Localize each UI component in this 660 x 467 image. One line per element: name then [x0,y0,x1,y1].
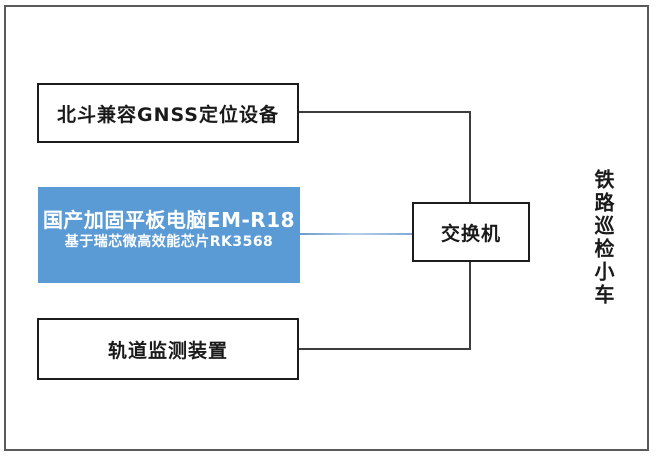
connector-gnss-horizontal [299,111,471,113]
node-track-monitor: 轨道监测装置 [37,318,299,380]
connector-track-vertical [469,261,471,350]
node-track-label: 轨道监测装置 [107,339,228,362]
connector-gnss-vertical [469,111,471,204]
node-gnss-device: 北斗兼容GNSS定位设备 [37,83,299,143]
node-switch: 交换机 [412,202,530,262]
node-tablet-title: 国产加固平板电脑EM-R18 [42,208,296,232]
connector-tablet-switch [300,233,412,235]
node-switch-label: 交换机 [440,222,501,245]
side-label-railway-trolley: 铁路巡检小车 [591,169,615,307]
node-tablet-subtitle: 基于瑞芯微高效能芯片RK3568 [64,234,274,250]
node-tablet-computer: 国产加固平板电脑EM-R18 基于瑞芯微高效能芯片RK3568 [38,187,300,283]
node-gnss-label: 北斗兼容GNSS定位设备 [56,103,279,126]
connector-track-horizontal [299,348,471,350]
